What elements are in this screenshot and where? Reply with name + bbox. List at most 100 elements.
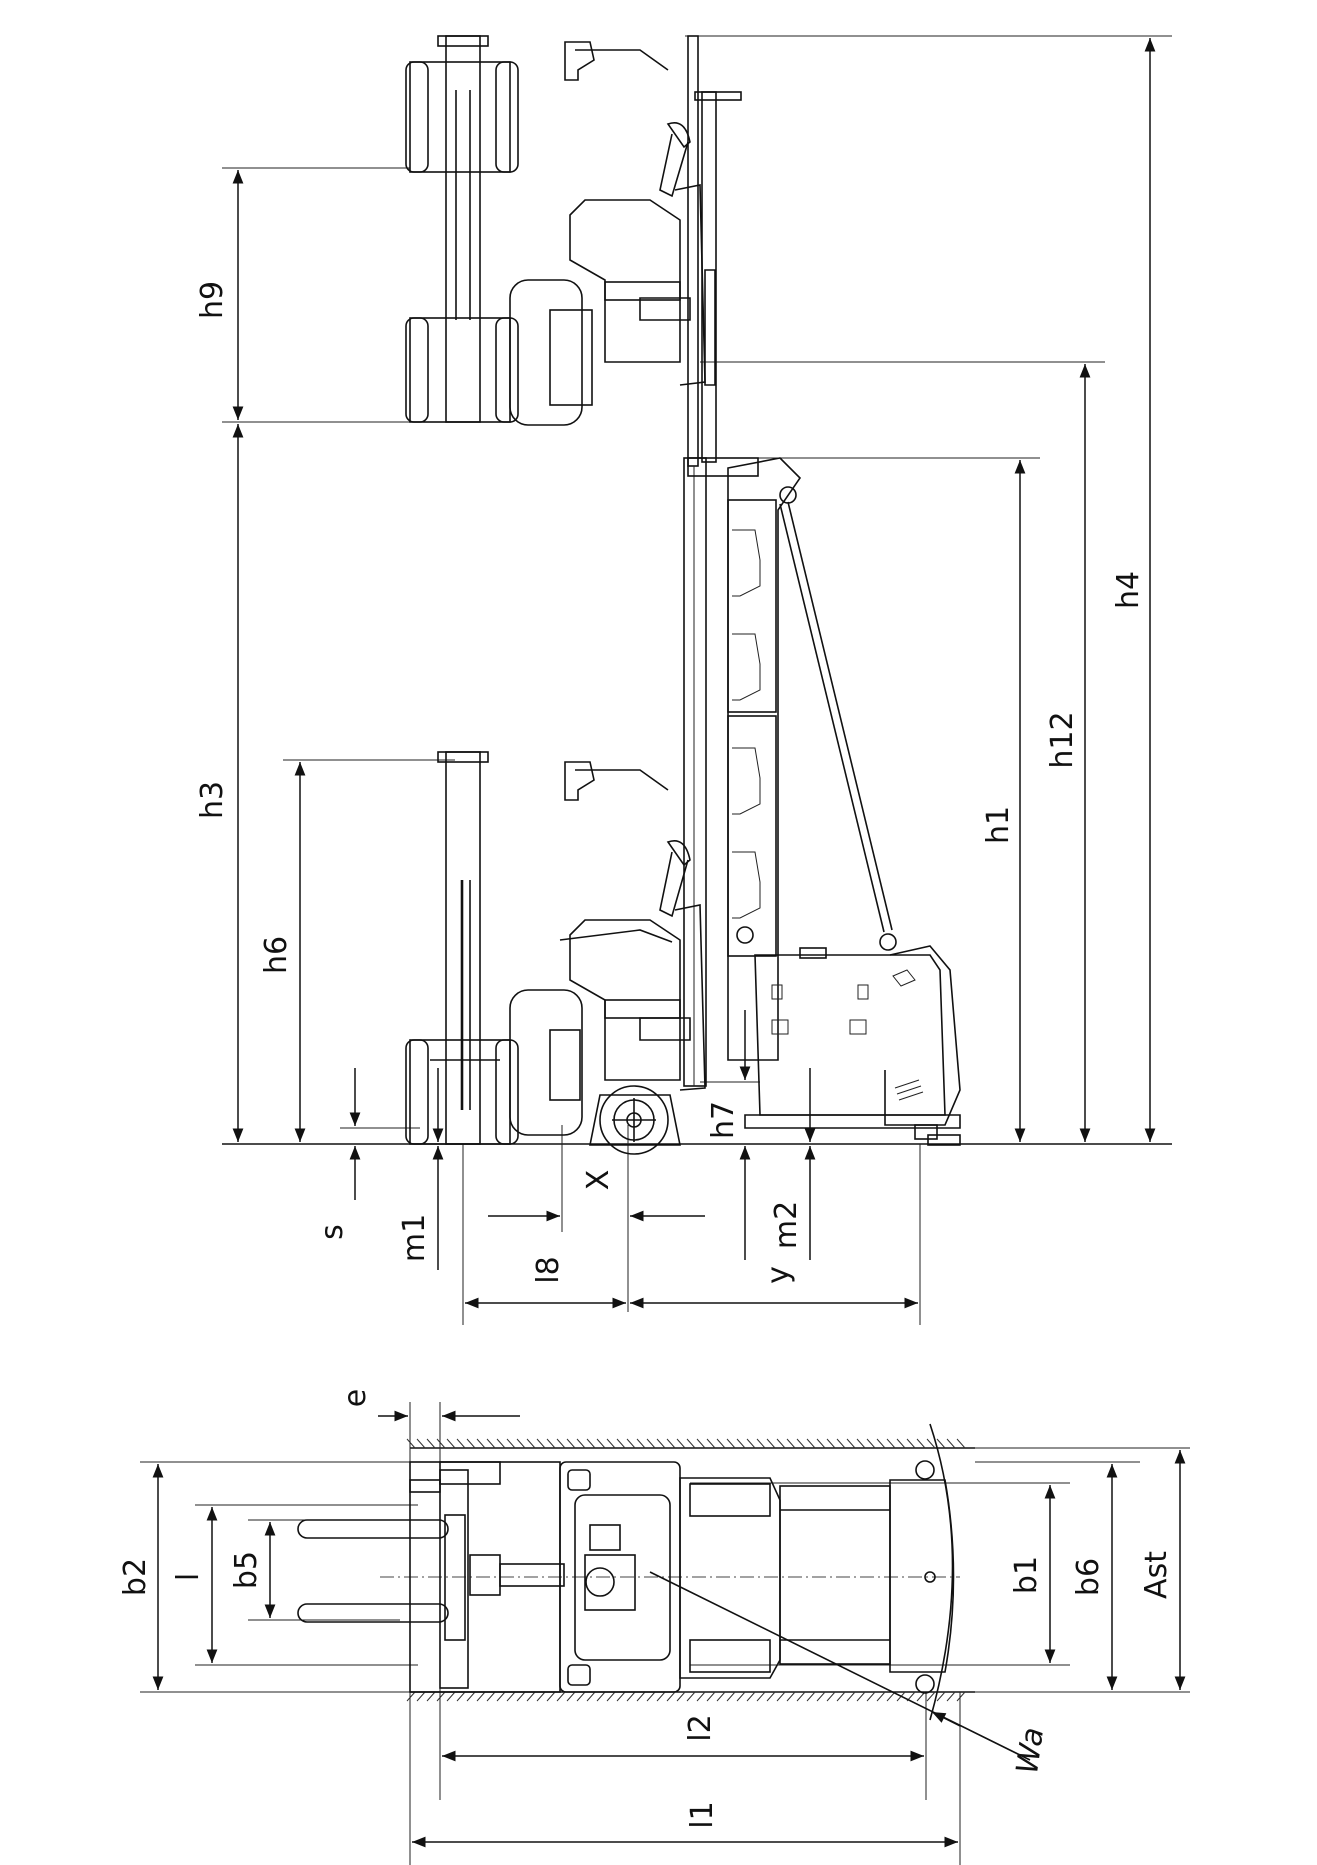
chassis-handle xyxy=(799,947,827,959)
hatch-stroke xyxy=(676,1691,686,1702)
load-wheel-bracket xyxy=(589,1094,681,1146)
side-shift-left-lower xyxy=(405,1039,429,1145)
label-l8: l8 xyxy=(531,1256,566,1283)
hatch-stroke xyxy=(956,1691,966,1702)
label-s: s xyxy=(315,1224,350,1240)
hatch-stroke xyxy=(426,1691,436,1702)
chassis-pivot xyxy=(736,926,754,944)
hatch-stroke xyxy=(896,1438,906,1449)
hatch-stroke xyxy=(656,1691,666,1702)
hatch-stroke xyxy=(596,1438,606,1449)
stay-rod-b xyxy=(779,503,885,933)
caster-top xyxy=(915,1460,935,1480)
load-wheel-outer xyxy=(599,1085,669,1155)
hatch-stroke xyxy=(496,1438,506,1449)
hatch-stroke xyxy=(546,1438,556,1449)
cab-seat-top xyxy=(584,1554,636,1611)
hatch-stroke xyxy=(936,1691,946,1702)
chassis-mid-top xyxy=(779,1485,891,1665)
hatch-stroke xyxy=(506,1691,516,1702)
hatch-stroke xyxy=(556,1691,566,1702)
hatch-stroke xyxy=(596,1691,606,1702)
label-b6: b6 xyxy=(1071,1558,1106,1596)
battery-lower xyxy=(727,715,777,957)
hatch-stroke xyxy=(796,1438,806,1449)
overhead-handle-lower xyxy=(564,761,595,801)
cab-rear-post-upper xyxy=(674,184,706,386)
hatch-stroke xyxy=(946,1438,956,1449)
drive-wheel-tire xyxy=(927,1134,961,1146)
hatch-stroke xyxy=(756,1438,766,1449)
label-b5: b5 xyxy=(229,1551,264,1589)
turret-shaft xyxy=(499,1563,565,1587)
side-shift-right-lower xyxy=(495,1039,519,1145)
hatch-stroke xyxy=(806,1438,816,1449)
hatch-stroke xyxy=(866,1691,876,1702)
hatch-stroke xyxy=(926,1691,936,1702)
hatch-stroke xyxy=(696,1691,706,1702)
hatch-stroke xyxy=(556,1438,566,1449)
hatch-stroke xyxy=(476,1438,486,1449)
chassis-base xyxy=(744,1114,961,1129)
hatch-stroke xyxy=(716,1438,726,1449)
hatch-stroke xyxy=(646,1438,656,1449)
hatch-stroke xyxy=(576,1691,586,1702)
battery-block xyxy=(727,457,897,1061)
label-h1: h1 xyxy=(981,806,1016,844)
hatch-stroke xyxy=(836,1691,846,1702)
hatch-stroke xyxy=(516,1438,526,1449)
hatch-stroke xyxy=(866,1438,876,1449)
label-h7: h7 xyxy=(706,1101,741,1139)
label-l: l xyxy=(171,1573,206,1581)
cab-console-top xyxy=(589,1524,621,1551)
hatch-stroke xyxy=(736,1691,746,1702)
label-x: X xyxy=(581,1170,616,1191)
hatch-stroke xyxy=(476,1691,486,1702)
side-shift-right-upper xyxy=(495,317,519,423)
overhead-guard-lower xyxy=(575,769,669,791)
chassis-vent xyxy=(894,1079,924,1101)
label-m2: m2 xyxy=(769,1201,804,1249)
hatch-stroke xyxy=(636,1691,646,1702)
hatch-stroke xyxy=(786,1691,796,1702)
label-b2: b2 xyxy=(118,1558,153,1596)
hatch-stroke xyxy=(576,1438,586,1449)
fork-bottom xyxy=(297,1603,449,1623)
chassis-rear-top xyxy=(889,1479,955,1673)
hatch-stroke xyxy=(766,1691,776,1702)
battery-cell-2 xyxy=(732,633,761,701)
hatch-stroke xyxy=(816,1691,826,1702)
turret-motor-upper xyxy=(509,279,583,426)
hatch-stroke xyxy=(456,1691,466,1702)
hatch-stroke xyxy=(946,1691,956,1702)
turning-arc xyxy=(929,1423,954,1721)
hatch-stroke xyxy=(616,1438,626,1449)
caster-bottom xyxy=(915,1674,935,1694)
turret-carriage-upper xyxy=(409,317,511,423)
label-h6: h6 xyxy=(259,936,294,974)
mast-extended-rail xyxy=(687,35,699,467)
battery-cell-3 xyxy=(732,747,761,815)
label-h3: h3 xyxy=(195,781,230,819)
hatch-stroke xyxy=(686,1438,696,1449)
cab-rear-post-lower xyxy=(674,904,706,1091)
battery-cell-1 xyxy=(732,529,761,597)
hatch-stroke xyxy=(666,1438,676,1449)
label-h12: h12 xyxy=(1045,711,1080,768)
turret-plate xyxy=(439,1469,469,1689)
cab-seat-upper xyxy=(639,297,691,321)
hatch-stroke xyxy=(826,1691,836,1702)
cab-corner-2 xyxy=(567,1664,591,1686)
overhead-guard-handle-lower xyxy=(666,840,691,867)
carriage-plate-upper xyxy=(704,269,716,386)
cab-floor-top xyxy=(574,1494,671,1661)
turret-motor-lower xyxy=(509,989,583,1136)
cab-rail-lower xyxy=(559,929,673,943)
label-y: y xyxy=(761,1266,796,1284)
chassis-center-pin xyxy=(924,1571,936,1583)
hatch-stroke xyxy=(766,1438,776,1449)
wa-arrow xyxy=(931,1711,961,1727)
chassis-grill xyxy=(892,969,916,987)
hatch-stroke xyxy=(606,1438,616,1449)
hatch-stroke xyxy=(906,1438,916,1449)
